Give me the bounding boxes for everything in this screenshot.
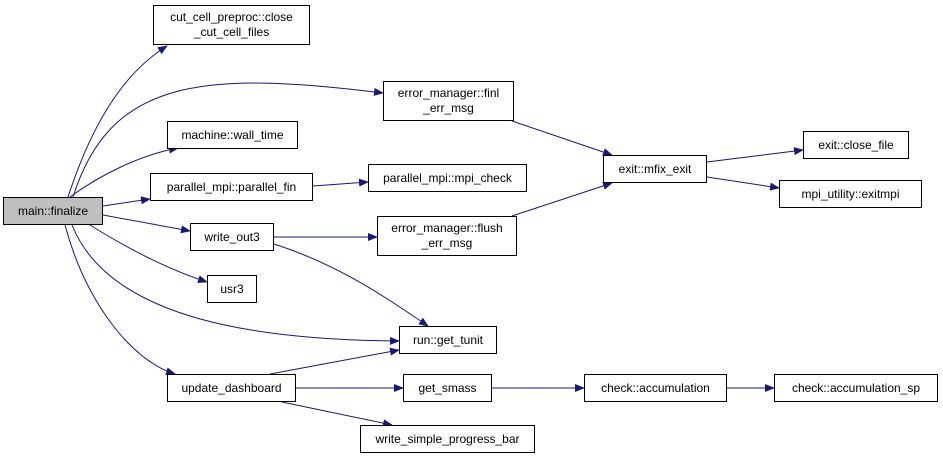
node-label-line: _cut_cell_files — [193, 25, 270, 39]
node-label-line: _err_msg — [423, 101, 474, 115]
node-usr3[interactable]: usr3 — [207, 275, 257, 303]
edge-main-to-update-dashboard — [64, 224, 176, 376]
node-write-out3[interactable]: write_out3 — [190, 223, 274, 251]
node-error-manager-finl-err-msg[interactable]: error_manager::finl_err_msg — [383, 81, 514, 121]
edges-layer — [64, 45, 804, 428]
edge-main-to-write-out3 — [102, 214, 191, 234]
node-label-line: write_out3 — [204, 229, 260, 244]
node-label-line: error_manager::finl — [397, 86, 500, 100]
edge-main-to-get-tunit — [71, 224, 400, 345]
edge-update-dashboard-to-progress-bar — [281, 401, 393, 428]
node-label-line: usr3 — [220, 281, 244, 296]
node-run-get-tunit[interactable]: run::get_tunit — [399, 326, 497, 354]
node-label-line: get_smass — [418, 380, 477, 395]
node-label-line: _err_msg — [421, 236, 473, 250]
edge-error-finl-to-mfix-exit — [511, 120, 613, 156]
node-exit-close-file[interactable]: exit::close_file — [803, 131, 909, 159]
edge-write-out3-to-get-tunit — [273, 243, 429, 327]
node-check-accumulation-sp[interactable]: check::accumulation_sp — [774, 374, 938, 402]
node-label-line: cut_cell_preproc::close — [170, 10, 293, 24]
node-check-accumulation[interactable]: check::accumulation — [584, 374, 727, 402]
node-main-finalize: main::finalize — [3, 197, 103, 225]
node-update-dashboard[interactable]: update_dashboard — [167, 374, 296, 402]
node-cut-cell-preproc-close-cut-cell-files[interactable]: cut_cell_preproc::close_cut_cell_files — [153, 5, 310, 45]
node-label-line: exit::close_file — [818, 137, 894, 152]
edge-mfix-exit-to-exitmpi — [706, 176, 780, 191]
node-label-line: exit::mfix_exit — [618, 161, 692, 176]
node-label-line: parallel_mpi::mpi_check — [383, 170, 512, 185]
edge-main-to-parallel-fin — [102, 196, 151, 207]
node-get-smass[interactable]: get_smass — [403, 374, 492, 402]
node-label-line: check::accumulation_sp — [791, 380, 921, 395]
edge-main-to-cut-cell-files — [67, 45, 168, 198]
node-label-line: machine::wall_time — [181, 127, 284, 142]
node-parallel-mpi-mpi-check[interactable]: parallel_mpi::mpi_check — [368, 164, 527, 192]
node-write-simple-progress-bar[interactable]: write_simple_progress_bar — [360, 425, 535, 453]
node-label-line: update_dashboard — [181, 380, 282, 395]
node-label-line: run::get_tunit — [412, 332, 484, 347]
edge-parallel-fin-to-mpi-check — [312, 178, 369, 187]
node-mpi-utility-exitmpi[interactable]: mpi_utility::exitmpi — [779, 180, 922, 208]
node-error-manager-flush-err-msg[interactable]: error_manager::flush_err_msg — [377, 216, 517, 256]
edge-main-to-error-finl — [72, 82, 384, 198]
node-machine-wall-time[interactable]: machine::wall_time — [167, 121, 298, 149]
edge-update-dashboard-to-get-tunit — [269, 347, 400, 375]
node-label-line: main::finalize — [17, 203, 89, 218]
edge-mfix-exit-to-close-file — [706, 147, 804, 163]
node-label-line: check::accumulation — [601, 380, 710, 395]
node-label-line: error_manager::flush — [391, 221, 503, 235]
node-label-line: parallel_mpi::parallel_fin — [166, 179, 297, 194]
node-exit-mfix-exit[interactable]: exit::mfix_exit — [603, 155, 707, 183]
edge-main-to-wall-time — [69, 145, 179, 198]
node-label-line: write_simple_progress_bar — [375, 431, 520, 446]
edge-error-flush-to-mfix-exit — [511, 182, 613, 217]
node-label-line: mpi_utility::exitmpi — [801, 186, 900, 201]
node-parallel-mpi-parallel-fin[interactable]: parallel_mpi::parallel_fin — [150, 173, 313, 201]
edge-main-to-usr3 — [89, 224, 208, 284]
